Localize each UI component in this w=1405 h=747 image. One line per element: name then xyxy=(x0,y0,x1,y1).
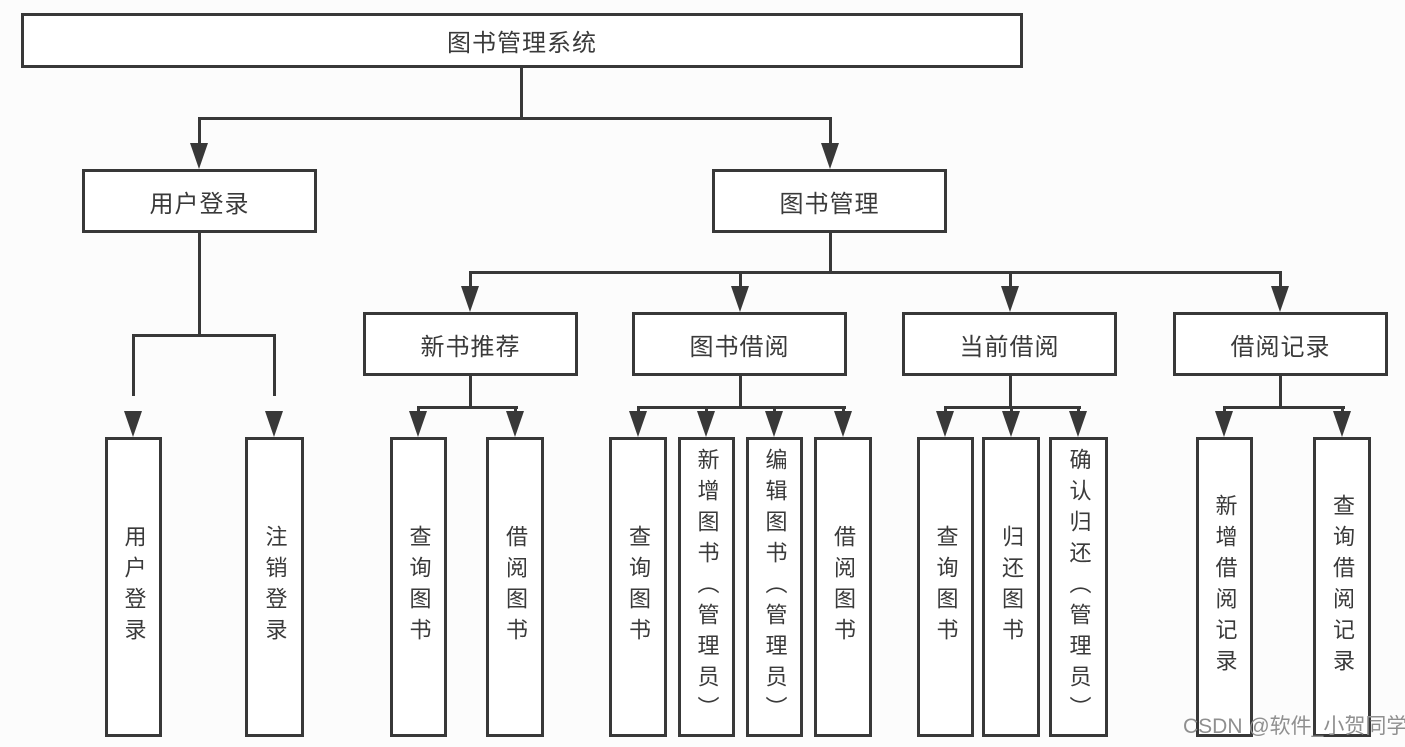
node-label: 用户登录 xyxy=(121,525,147,649)
node-label: 新增图书（管理员） xyxy=(694,447,720,727)
leaf-confirm-return-admin: 确认归还（管理员） xyxy=(1049,437,1108,737)
connector-records-stem xyxy=(1279,376,1282,409)
node-label: 查询图书 xyxy=(406,525,432,649)
connector-level3-rail xyxy=(469,271,1282,274)
node-book-management: 图书管理 xyxy=(712,169,947,233)
down-arrowhead-icon xyxy=(265,411,283,437)
down-arrowhead-icon xyxy=(409,411,427,437)
connector-root-stem xyxy=(520,68,523,118)
connector-book-management-stem xyxy=(829,233,832,273)
down-arrowhead-icon xyxy=(1069,411,1087,437)
down-arrowhead-icon xyxy=(124,411,142,437)
leaf-query-books-current: 查询图书 xyxy=(917,437,974,737)
node-label: 新增借阅记录 xyxy=(1212,494,1238,680)
node-label: 查询图书 xyxy=(933,525,959,649)
node-label: 编辑图书（管理员） xyxy=(762,447,788,727)
node-current-borrowing: 当前借阅 xyxy=(902,312,1117,376)
down-arrowhead-icon xyxy=(731,286,749,312)
node-new-book-recommend: 新书推荐 xyxy=(363,312,578,376)
down-arrowhead-icon xyxy=(697,411,715,437)
leaf-logout: 注销登录 xyxy=(245,437,304,737)
leaf-user-login: 用户登录 xyxy=(105,437,162,737)
connector-recommend-rail xyxy=(417,406,518,409)
node-label: 图书管理系统 xyxy=(447,30,597,57)
node-label: 查询图书 xyxy=(626,525,651,649)
node-borrowing-records: 借阅记录 xyxy=(1173,312,1388,376)
connector-current-stem xyxy=(1009,376,1012,409)
connector-drop-user-login xyxy=(198,117,201,145)
leaf-query-books-borrowing: 查询图书 xyxy=(609,437,667,737)
down-arrowhead-icon xyxy=(936,411,954,437)
node-label: 查询借阅记录 xyxy=(1330,494,1355,680)
connector-drop-level3 xyxy=(1009,271,1012,291)
leaf-return-books: 归还图书 xyxy=(982,437,1040,737)
connector-drop-book-management xyxy=(829,117,832,145)
node-label: 图书管理 xyxy=(779,190,880,218)
connector-user-login-rail xyxy=(132,334,276,337)
connector-user-login-stem xyxy=(198,233,201,336)
down-arrowhead-icon xyxy=(1333,411,1351,437)
node-label: 用户登录 xyxy=(149,190,250,218)
node-label: 注销登录 xyxy=(262,525,288,649)
node-book-borrowing: 图书借阅 xyxy=(632,312,847,376)
node-label: 借阅图书 xyxy=(503,525,528,649)
connector-borrowing-stem xyxy=(739,376,742,409)
connector-level2-rail xyxy=(198,117,832,120)
down-arrowhead-icon xyxy=(190,143,208,169)
down-arrowhead-icon xyxy=(629,411,647,437)
node-label: 新书推荐 xyxy=(420,333,521,361)
down-arrowhead-icon xyxy=(506,411,524,437)
connector-borrowing-rail xyxy=(637,406,846,409)
node-label: 借阅记录 xyxy=(1230,333,1331,361)
node-label: 确认归还（管理员） xyxy=(1066,447,1092,727)
connector-drop-level3 xyxy=(1279,271,1282,291)
connector-drop-leaf xyxy=(132,334,135,396)
down-arrowhead-icon xyxy=(834,411,852,437)
connector-drop-leaf xyxy=(273,334,276,396)
down-arrowhead-icon xyxy=(461,286,479,312)
leaf-add-books-admin: 新增图书（管理员） xyxy=(678,437,735,737)
leaf-query-books-recommend: 查询图书 xyxy=(390,437,447,737)
down-arrowhead-icon xyxy=(821,143,839,169)
node-label: 归还图书 xyxy=(999,525,1024,649)
down-arrowhead-icon xyxy=(765,411,783,437)
down-arrowhead-icon xyxy=(1002,411,1020,437)
connector-drop-level3 xyxy=(739,271,742,291)
connector-recommend-stem xyxy=(469,376,472,409)
node-user-login: 用户登录 xyxy=(82,169,317,233)
down-arrowhead-icon xyxy=(1001,286,1019,312)
leaf-borrow-books-recommend: 借阅图书 xyxy=(486,437,544,737)
node-library-system: 图书管理系统 xyxy=(21,13,1023,68)
connector-records-rail xyxy=(1223,406,1345,409)
csdn-watermark: CSDN @软件_小贺同学 xyxy=(1183,715,1405,738)
leaf-query-borrow-record: 查询借阅记录 xyxy=(1313,437,1371,737)
leaf-borrow-books: 借阅图书 xyxy=(814,437,872,737)
down-arrowhead-icon xyxy=(1271,286,1289,312)
leaf-add-borrow-record: 新增借阅记录 xyxy=(1196,437,1253,737)
down-arrowhead-icon xyxy=(1215,411,1233,437)
node-label: 借阅图书 xyxy=(831,525,856,649)
node-label: 当前借阅 xyxy=(959,333,1060,361)
connector-drop-level3 xyxy=(469,271,472,291)
node-label: 图书借阅 xyxy=(689,333,790,361)
leaf-edit-books-admin: 编辑图书（管理员） xyxy=(746,437,803,737)
